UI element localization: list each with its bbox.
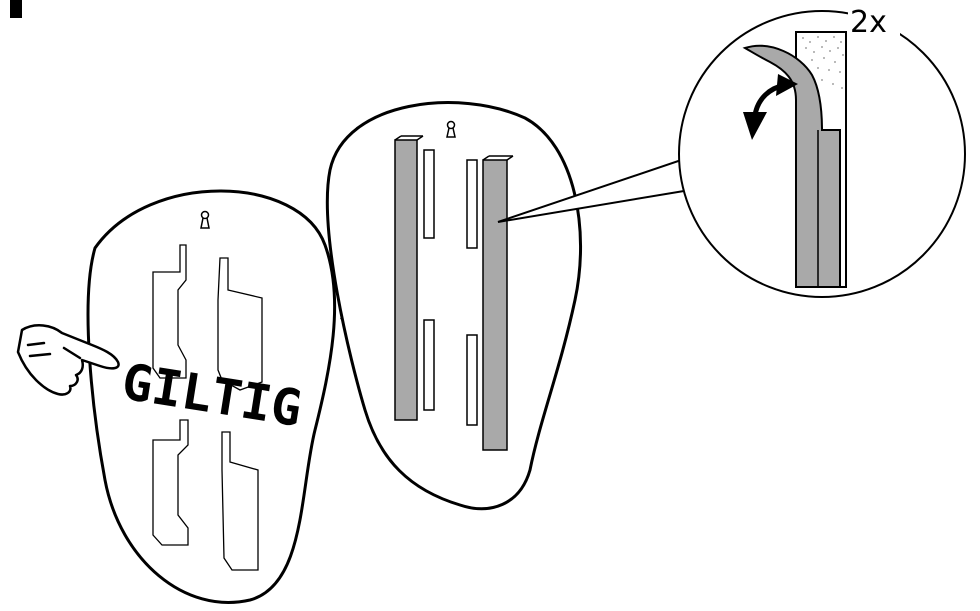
pointing-hand-icon — [16, 324, 120, 396]
keyhole-icon — [446, 120, 456, 138]
peeled-liner — [742, 44, 841, 288]
template-cutouts — [152, 244, 263, 571]
mounting-plate — [325, 101, 583, 511]
foam-texture — [802, 36, 844, 89]
keyhole-icon — [200, 210, 210, 229]
plate-slots — [423, 149, 478, 426]
tape-strip-right — [482, 159, 508, 451]
curved-arrow-icon — [743, 74, 798, 140]
detail-callout: 2x — [497, 4, 966, 298]
mounting-plate-outline — [325, 101, 583, 511]
quantity-label: 2x — [850, 5, 887, 40]
step-marker — [10, 0, 22, 18]
tape-detail — [742, 31, 847, 288]
template-plate-outline — [86, 189, 337, 604]
template-plate: GILTIG — [86, 189, 337, 604]
tape-strip-left — [394, 139, 418, 421]
